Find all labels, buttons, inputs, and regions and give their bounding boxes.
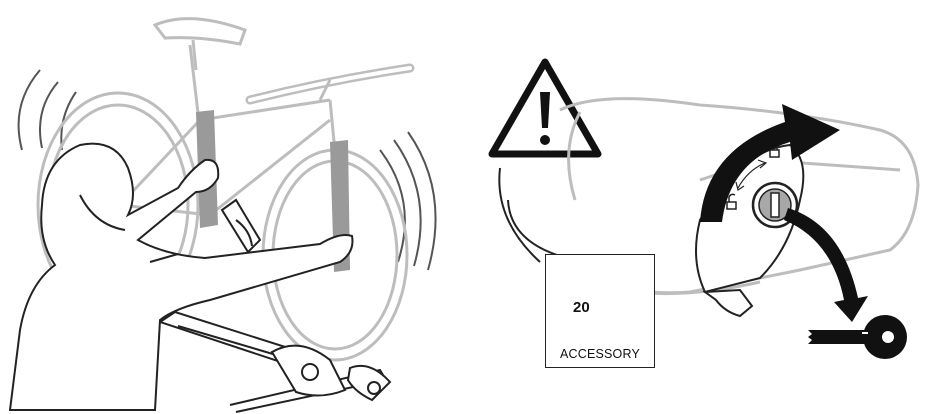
bike-mounting-scene bbox=[10, 19, 436, 412]
accessory-manual-reference: 20 ACCESSORY bbox=[545, 254, 655, 368]
warning-triangle-icon bbox=[492, 62, 598, 154]
key-icon bbox=[808, 315, 907, 359]
accessory-label: ACCESSORY bbox=[546, 347, 654, 361]
manual-page-number: 20 bbox=[573, 299, 590, 316]
bike-wheel-hint bbox=[499, 168, 560, 262]
lock-housing bbox=[696, 145, 803, 316]
